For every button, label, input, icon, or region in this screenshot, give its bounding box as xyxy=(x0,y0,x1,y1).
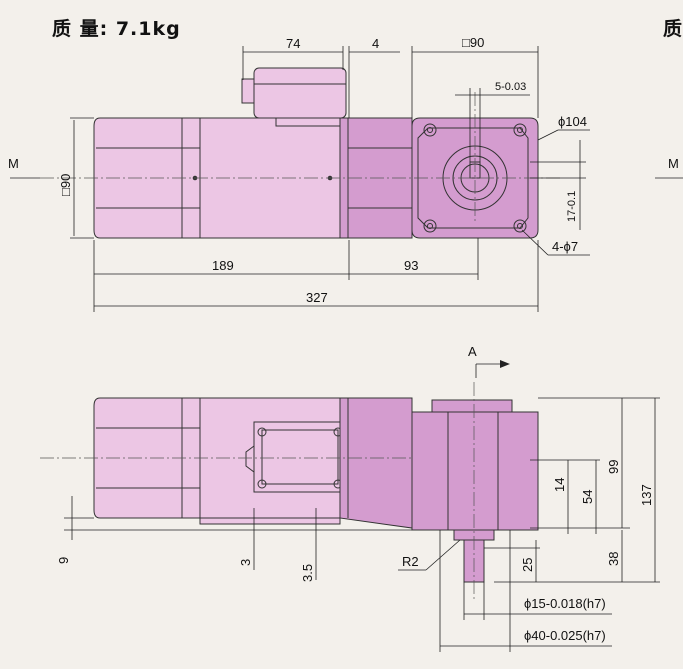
dim-25: 25 xyxy=(520,558,535,572)
dim-holes: 4-ϕ7 xyxy=(552,239,578,254)
terminal-box-side xyxy=(253,421,347,493)
dim-74: 74 xyxy=(286,36,300,51)
dim-14: 14 xyxy=(552,478,567,492)
dim-flange-90: □90 xyxy=(462,35,484,50)
section-mark-m-right: M xyxy=(668,156,679,171)
dim-4: 4 xyxy=(372,36,379,51)
weight-title: 质 量: 7.1kg xyxy=(52,18,181,40)
dim-3-5: 3.5 xyxy=(300,564,315,582)
dim-r2: R2 xyxy=(402,554,419,569)
dim-key-tol: 5-0.03 xyxy=(495,81,526,93)
dim-9: 9 xyxy=(56,557,71,564)
dim-54: 54 xyxy=(580,490,595,504)
terminal-box xyxy=(253,67,347,119)
side-view: A 99 137 14 54 38 25 ϕ15-0.018(h7) ϕ40-0… xyxy=(40,344,660,652)
dim-shaft-offset: 17-0.1 xyxy=(566,191,578,222)
dim-189: 189 xyxy=(212,258,234,273)
dim-3: 3 xyxy=(238,559,253,566)
dim-38: 38 xyxy=(606,552,621,566)
top-view: M M 74 4 □90 5-0.03 ϕ104 17-0.1 4-ϕ7 □90 xyxy=(8,35,683,312)
dim-327: 327 xyxy=(306,290,328,305)
gear-housing-side xyxy=(339,397,413,529)
dim-pcd: ϕ104 xyxy=(558,114,587,129)
dim-99: 99 xyxy=(606,460,621,474)
dim-93: 93 xyxy=(404,258,418,273)
section-mark-m: M xyxy=(8,156,19,171)
dim-motor-square: □90 xyxy=(58,174,73,196)
dim-137: 137 xyxy=(639,484,654,506)
weight-title-cut: 质 xyxy=(663,18,683,40)
dim-pilot-dia: ϕ40-0.025(h7) xyxy=(524,628,606,643)
mount-holes xyxy=(423,123,527,233)
section-label-a: A xyxy=(468,344,477,359)
dim-shaft-dia: ϕ15-0.018(h7) xyxy=(524,596,606,611)
